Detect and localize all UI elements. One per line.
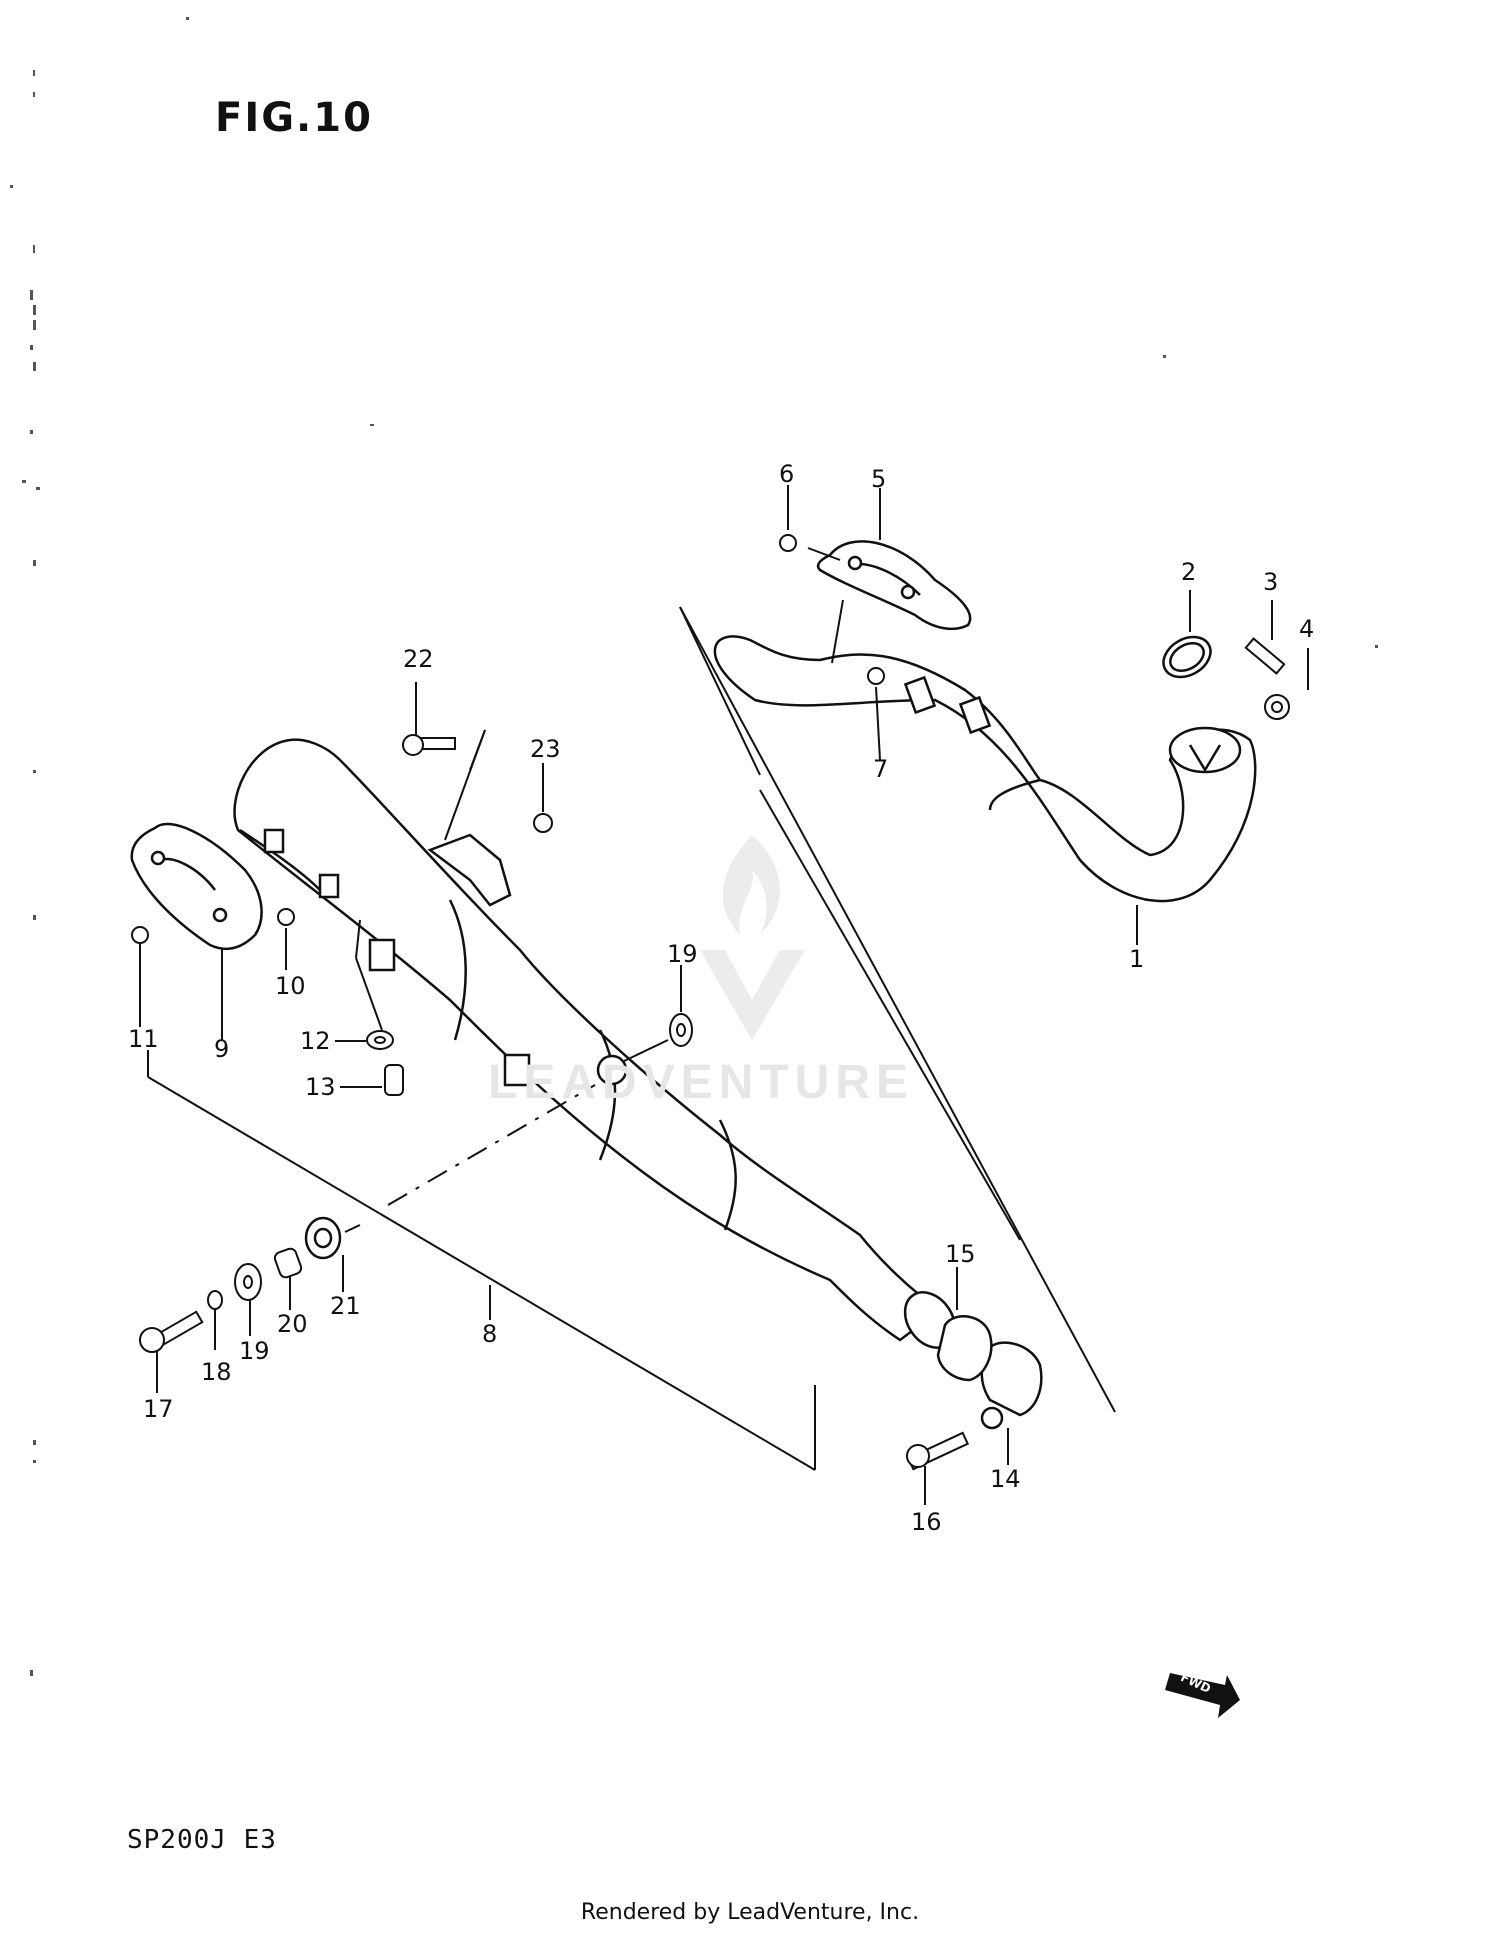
washer-part-12 — [366, 1030, 394, 1050]
bolt-part-17 — [139, 1310, 204, 1353]
footer-credit: Rendered by LeadVenture, Inc. — [580, 1900, 920, 1925]
fwd-arrow-icon — [1165, 1673, 1240, 1718]
model-code: SP200J E3 — [127, 1825, 277, 1855]
callout-18: 18 — [201, 1358, 232, 1386]
cushion-part-21 — [304, 1216, 342, 1260]
watermark-logo — [700, 835, 805, 1040]
washer-part-19-lower — [234, 1263, 262, 1301]
watermark-text: LEADVENTURE — [488, 1056, 915, 1109]
screw-part-11 — [131, 926, 149, 944]
callout-7: 7 — [873, 755, 889, 783]
callout-19-upper: 19 — [667, 940, 698, 968]
callout-21: 21 — [330, 1292, 361, 1320]
scan-speckles — [10, 17, 1378, 1676]
callout-14: 14 — [990, 1465, 1021, 1493]
muffler-protector-part-9 — [130, 822, 263, 951]
screw-part-6 — [779, 534, 797, 552]
callout-17: 17 — [143, 1395, 174, 1423]
callout-8: 8 — [482, 1320, 498, 1348]
gasket-part-2 — [1162, 635, 1212, 679]
bolt-part-22 — [402, 734, 456, 756]
callout-13: 13 — [305, 1073, 336, 1101]
washer-part-19-upper — [669, 1013, 693, 1047]
callout-3: 3 — [1263, 568, 1279, 596]
callout-20: 20 — [277, 1310, 308, 1338]
callout-23: 23 — [530, 735, 561, 763]
clamp-part-14 — [980, 1341, 1043, 1430]
callout-15: 15 — [945, 1240, 976, 1268]
callout-19-lower: 19 — [239, 1337, 270, 1365]
bolt-part-16 — [906, 1431, 970, 1471]
callout-11: 11 — [128, 1025, 159, 1053]
leader-lines — [139, 485, 1309, 1505]
callout-5: 5 — [871, 465, 887, 493]
exhaust-pipe-part-1 — [713, 635, 1257, 903]
callout-4: 4 — [1299, 615, 1315, 643]
callout-22: 22 — [403, 645, 434, 673]
nut-part-23 — [533, 813, 553, 833]
lock-washer-part-18 — [207, 1290, 223, 1310]
nut-part-7 — [867, 667, 885, 685]
callout-9: 9 — [214, 1035, 230, 1063]
callout-16: 16 — [911, 1508, 942, 1536]
figure-title: FIG.10 — [215, 95, 373, 141]
connector-part-15 — [936, 1315, 993, 1382]
stud-part-3 — [1244, 637, 1286, 675]
callout-1: 1 — [1129, 945, 1145, 973]
nut-part-10 — [277, 908, 295, 926]
muffler-part-8 — [233, 738, 957, 1349]
nut-part-4 — [1264, 694, 1290, 720]
callout-12: 12 — [300, 1027, 331, 1055]
spacer-part-20 — [273, 1247, 303, 1279]
pipe-protector-part-5 — [816, 540, 972, 631]
callout-6: 6 — [779, 460, 795, 488]
callout-10: 10 — [275, 972, 306, 1000]
bolt-part-13 — [384, 1064, 404, 1096]
callout-2: 2 — [1181, 558, 1197, 586]
